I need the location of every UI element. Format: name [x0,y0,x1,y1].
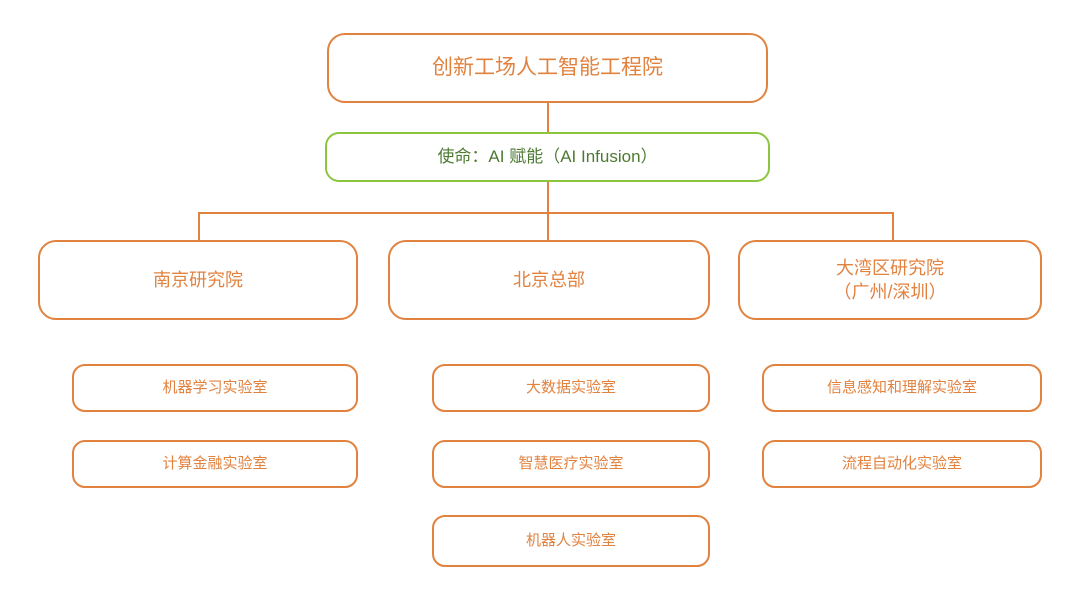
lab-node-process-automation: 流程自动化实验室 [762,440,1042,488]
lab-node-information-perception: 信息感知和理解实验室 [762,364,1042,412]
connector-mission-to-bus [547,182,549,213]
connector-horizontal-bus [198,212,893,214]
lab-node-smart-healthcare: 智慧医疗实验室 [432,440,710,488]
connector-drop-greater-bay [892,212,894,241]
mission-node: 使命：AI 赋能（AI Infusion） [325,132,770,182]
lab-node-machine-learning: 机器学习实验室 [72,364,358,412]
connector-drop-nanjing [198,212,200,241]
lab-node-robotics: 机器人实验室 [432,515,710,567]
lab-node-big-data: 大数据实验室 [432,364,710,412]
region-node-greater-bay: 大湾区研究院 （广州/深圳） [738,240,1042,320]
region-node-beijing: 北京总部 [388,240,710,320]
lab-node-computational-finance: 计算金融实验室 [72,440,358,488]
connector-drop-beijing [547,212,549,241]
region-node-nanjing: 南京研究院 [38,240,358,320]
connector-root-to-mission [547,103,549,133]
root-node-title: 创新工场人工智能工程院 [327,33,768,103]
